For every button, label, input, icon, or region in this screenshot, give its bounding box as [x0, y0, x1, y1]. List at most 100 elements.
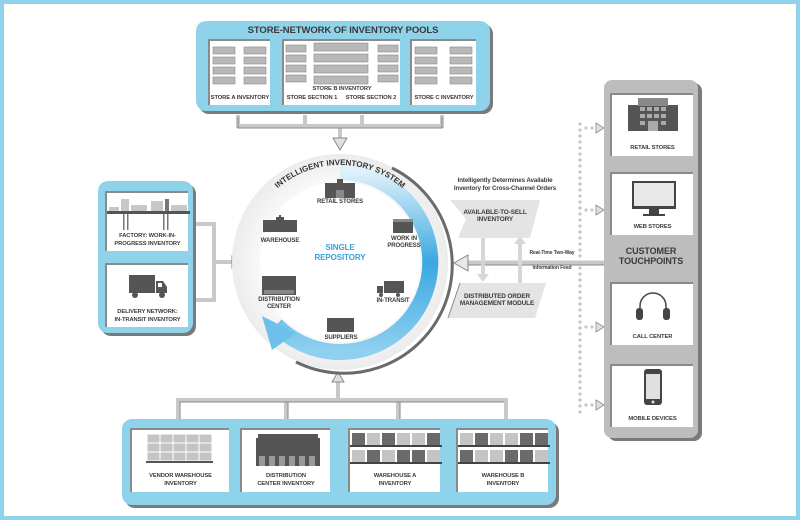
shelf-box [397, 433, 410, 445]
shelf-box [460, 433, 473, 445]
shelf-box [505, 450, 518, 462]
connector-dot [578, 386, 582, 390]
touchpoint-call-center[interactable]: CALL CENTER [610, 282, 693, 345]
connector-dot [578, 158, 582, 162]
touchpoint-retail-stores[interactable]: RETAIL STORES [610, 93, 693, 156]
shelf-box [412, 433, 425, 445]
store-c-card[interactable]: STORE C INVENTORY [410, 39, 476, 105]
card-label-line1: WAREHOUSE B [481, 472, 525, 479]
warehouse-a-card[interactable]: WAREHOUSE A INVENTORY [348, 428, 442, 492]
connector-dot [578, 260, 582, 264]
connector-dot [584, 126, 588, 130]
connector-dot [578, 272, 582, 276]
core-label-line1: SINGLE [325, 243, 355, 252]
connector-dot [578, 356, 582, 360]
shelf-box [382, 433, 395, 445]
card-label-line1: DISTRIBUTION [265, 472, 307, 479]
card-label-line2: PROGRESS INVENTORY [114, 240, 181, 247]
touchpoint-web-stores[interactable]: WEB STORES [610, 172, 693, 235]
shelf-box [505, 433, 518, 445]
available-to-sell-module[interactable]: AVAILABLE-TO-SELL INVENTORY [455, 209, 535, 223]
card-label-line2: INVENTORY [164, 480, 197, 487]
connector-dot [578, 122, 582, 126]
card-label: RETAIL STORES [630, 144, 675, 151]
shelf-box [367, 450, 380, 462]
atp-shape [450, 200, 540, 238]
shelf-box [397, 450, 410, 462]
node-warehouse[interactable]: WAREHOUSE [260, 238, 300, 244]
card-label-line2: CENTER INVENTORY [257, 480, 315, 487]
connector-dot [578, 230, 582, 234]
node-distribution-center-l2[interactable]: CENTER [266, 304, 292, 310]
bottom-bracket-shadow [179, 401, 504, 420]
node-retail-stores[interactable]: RETAIL STORES [316, 199, 364, 205]
card-label: CALL CENTER [632, 333, 673, 340]
card-label: MOBILE DEVICES [628, 415, 677, 422]
distribution-center-icon [262, 276, 296, 295]
factory-card[interactable]: FACTORY: WORK-IN- PROGRESS INVENTORY [105, 191, 190, 251]
headset-icon [636, 292, 670, 320]
shelf-box [535, 450, 548, 462]
connector-dot [578, 368, 582, 372]
delivery-truck-icon [129, 275, 167, 298]
connector-dot [578, 374, 582, 378]
factory-conveyor-icon [107, 199, 190, 230]
connector-dot [584, 403, 588, 407]
connector-dot [590, 403, 594, 407]
dom-line2: MANAGEMENT MODULE [459, 300, 535, 308]
bottom-bracket-connector [176, 382, 508, 420]
caption-line2: Inventory for Cross-Channel Orders [453, 185, 557, 192]
store-b-card[interactable]: STORE B INVENTORY STORE SECTION 1 STORE … [282, 39, 400, 105]
left-bracket-connector [196, 222, 234, 302]
connector-dot [578, 188, 582, 192]
connector-dot [578, 332, 582, 336]
connector-dot [578, 410, 582, 414]
down-arrow-icon [332, 137, 348, 151]
connector-dot [590, 126, 594, 130]
connector-dot [578, 392, 582, 396]
down-arrow-icon [477, 274, 489, 282]
card-label-line1: VENDOR WAREHOUSE [149, 472, 212, 479]
card-label: STORE B INVENTORY [312, 85, 372, 92]
connector-dot [578, 344, 582, 348]
top-bracket-shadow [237, 117, 443, 129]
shelf-rail [458, 445, 550, 447]
panel-title: STORE-NETWORK OF INVENTORY POOLS [247, 25, 439, 36]
node-work-in-progress-l2[interactable]: PROGRESS [387, 243, 421, 249]
warehouse-b-card[interactable]: WAREHOUSE B INVENTORY [456, 428, 550, 492]
node-distribution-center-l1[interactable]: DISTRIBUTION [258, 297, 300, 303]
store-a-card[interactable]: STORE A INVENTORY [208, 39, 270, 105]
up-arrow-icon [514, 236, 526, 244]
warehouse-shelves-icon [458, 433, 550, 464]
right-arrow-icon [595, 122, 605, 134]
distributed-order-module[interactable]: DISTRIBUTED ORDER MANAGEMENT MODULE [452, 293, 542, 307]
loading-dock-icon [256, 434, 320, 466]
ring-inner [260, 182, 420, 342]
connector-dot [578, 326, 582, 330]
right-arrow-icon [595, 204, 605, 216]
connector-dot [578, 218, 582, 222]
connector-dot [578, 224, 582, 228]
store-section-1-label: STORE SECTION 1 [286, 94, 338, 101]
ring-shadow-edge [295, 166, 454, 375]
distribution-center-card[interactable]: DISTRIBUTION CENTER INVENTORY [240, 428, 330, 492]
delivery-network-card[interactable]: DELIVERY NETWORK: IN-TRANSIT INVENTORY [105, 263, 188, 327]
warehouse-shelves-icon [350, 433, 442, 464]
vendor-warehouse-card[interactable]: VENDOR WAREHOUSE INVENTORY [130, 428, 229, 492]
shelf-box [382, 450, 395, 462]
left-arrow-icon [452, 254, 469, 272]
atp-line1: AVAILABLE-TO-SELL [463, 209, 527, 216]
shelf-rail [350, 445, 442, 447]
supplier-icon [327, 318, 354, 332]
node-work-in-progress-l1[interactable]: WORK IN [391, 236, 417, 242]
connector-dot [578, 194, 582, 198]
card-label-line1: DELIVERY NETWORK: [117, 308, 178, 315]
shelf-box [490, 433, 503, 445]
touchpoint-mobile-devices[interactable]: MOBILE DEVICES [610, 364, 693, 427]
node-in-transit[interactable]: IN-TRANSIT [376, 298, 410, 304]
connector-dot [584, 325, 588, 329]
smartphone-icon [644, 369, 662, 405]
node-suppliers[interactable]: SUPPLIERS [324, 335, 358, 341]
store-section-2-label: STORE SECTION 2 [345, 94, 397, 101]
